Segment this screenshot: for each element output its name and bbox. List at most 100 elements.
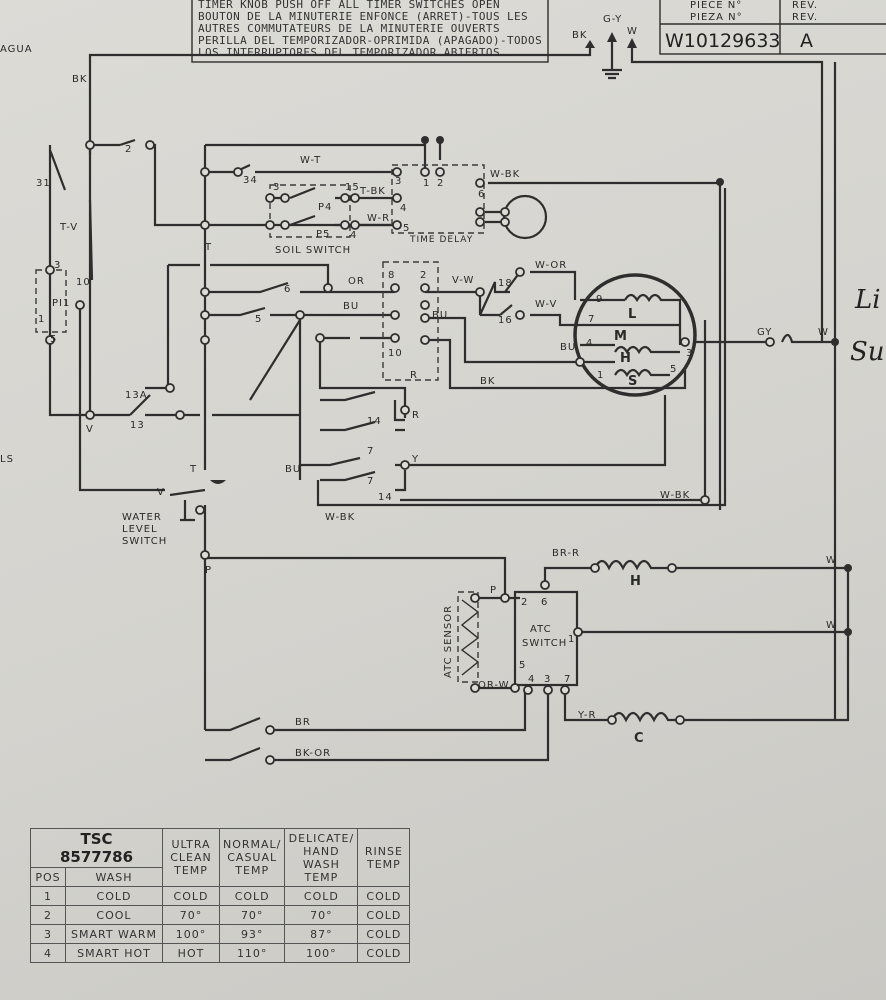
diagram-mark — [515, 310, 525, 320]
diagram-mark — [200, 310, 210, 320]
diagram-label: S — [628, 374, 638, 389]
diagram-mark — [470, 683, 480, 693]
diagram-label: 2 — [125, 144, 132, 155]
diagram-mark — [844, 564, 852, 572]
diagram-mark — [575, 357, 585, 367]
diagram-mark — [145, 140, 155, 150]
diagram-mark — [607, 715, 617, 725]
diagram-mark — [265, 755, 275, 765]
wire-labels: W-T W-BK T-BK W-R OR BU BU BU BU V-W W-O… — [59, 155, 837, 759]
diagram-label: T — [204, 242, 212, 253]
diagram-label: OR-W — [478, 680, 510, 691]
cell: 70° — [162, 905, 220, 925]
diagram-mark — [205, 306, 395, 317]
diagram-mark — [323, 283, 333, 293]
cell: 3 — [30, 924, 66, 944]
diagram-label: 5 — [670, 364, 677, 375]
diagram-label: V — [86, 424, 94, 435]
svg-text:LS: LS — [0, 454, 14, 465]
diagram-mark — [270, 186, 397, 227]
terminal-numbers: 2 31 3 10 1 5 34 3 15 4 3 4 5 1 2 6 6 5 … — [36, 144, 693, 685]
diagram-label: 3 — [54, 260, 61, 271]
diagram-mark — [480, 304, 580, 327]
diagram-label: 7 — [367, 476, 374, 487]
diagram-label: LOS INTERRUPTORES DEL TEMPORIZADOR ABIER… — [198, 46, 500, 59]
header-pos: POS — [30, 867, 66, 887]
diagram-mark — [88, 45, 592, 72]
pressure-switch-icon — [210, 480, 226, 484]
diagram-label: AUTRES COMMUTATEURS DE LA MINUTERIE OUVE… — [198, 22, 500, 35]
diagram-mark — [420, 335, 430, 345]
diagram-label: 13A — [125, 390, 148, 401]
cell: 70° — [218, 905, 286, 925]
diagram-label: 7 — [588, 314, 595, 325]
diagram-label: PI1 — [52, 298, 70, 309]
diagram-label: W — [826, 620, 837, 631]
cell: 87° — [284, 924, 359, 944]
diagram-mark — [316, 188, 727, 507]
diagram-mark — [175, 410, 185, 420]
diagram-mark — [200, 220, 210, 230]
diagram-label: 2 — [437, 178, 444, 189]
diagram-mark — [269, 184, 351, 238]
diagram-label: BR-R — [552, 548, 580, 559]
diagram-label: 31 — [36, 178, 51, 189]
diagram-label: 10 — [388, 348, 403, 359]
title-block: PIECE N° PIEZA N° REV. REV. W10129633 A — [659, 0, 886, 55]
cell: SMART WARM — [65, 924, 163, 944]
diagram-label: BU — [285, 464, 301, 475]
diagram-label: M — [614, 329, 628, 344]
diagram-mark — [475, 287, 485, 297]
diagram-label: 2 — [521, 597, 528, 608]
diagram-label: 4 — [350, 230, 357, 241]
diagram-mark — [765, 337, 775, 347]
diagram-mark — [831, 338, 839, 346]
diagram-mark — [540, 580, 550, 590]
table-title: TSC — [80, 830, 113, 848]
header-ultra: ULTRA CLEAN TEMP — [162, 828, 220, 887]
diagram-mark — [88, 72, 136, 147]
diagram-mark — [75, 300, 85, 310]
diagram-mark — [500, 217, 510, 227]
diagram-label: 4 — [528, 674, 535, 685]
diagram-label: L — [628, 307, 637, 322]
diagram-mark — [475, 178, 485, 188]
diagram-mark — [191, 0, 549, 63]
cell: COLD — [162, 886, 220, 906]
diagram-label: OR — [348, 276, 365, 287]
diagram-mark — [667, 563, 677, 573]
terminals — [45, 140, 775, 765]
diagram-label: 10 — [76, 277, 91, 288]
component-labels: SOIL SWITCH TIME DELAY WATER LEVEL SWITC… — [52, 202, 645, 746]
diagram-label: WATER — [122, 512, 162, 523]
diagram-mark — [563, 688, 680, 723]
diagram-label: V — [157, 487, 165, 498]
diagram-label: BK — [72, 74, 87, 85]
diagram-label: C — [634, 731, 645, 746]
diagram-label: BK — [572, 30, 587, 41]
diagram-mark — [200, 550, 210, 560]
diagram-mark — [585, 40, 595, 48]
diagram-label: BOUTON DE LA MINUTERIE ENFONCE (ARRET)-T… — [198, 10, 528, 23]
diagram-label: PERILLA DEL TEMPORIZADOR-OPRIMIDA (APAGA… — [198, 34, 542, 47]
diagram-mark — [169, 488, 206, 522]
cell: COLD — [218, 886, 286, 906]
cell: COOL — [65, 905, 163, 925]
diagram-mark — [500, 207, 510, 217]
diagram-mark — [340, 193, 350, 203]
diagram-label: Y-R — [577, 710, 596, 721]
power-cord: BK G-Y W BK — [72, 14, 824, 342]
header-wash: WASH — [65, 867, 163, 887]
diagram-label: 5 — [50, 334, 57, 345]
diagram-mark — [265, 193, 275, 203]
cell: HOT — [162, 943, 220, 963]
diagram-mark — [280, 220, 290, 230]
diagram-label: W — [818, 327, 829, 338]
diagram-label: 3 — [686, 348, 693, 359]
diagram-label: R — [412, 410, 420, 421]
diagram-label: SOIL SWITCH — [275, 245, 351, 256]
diagram-label: PIEZA N° — [690, 12, 743, 23]
diagram-mark — [502, 194, 548, 240]
diagram-label: SWITCH — [122, 536, 167, 547]
